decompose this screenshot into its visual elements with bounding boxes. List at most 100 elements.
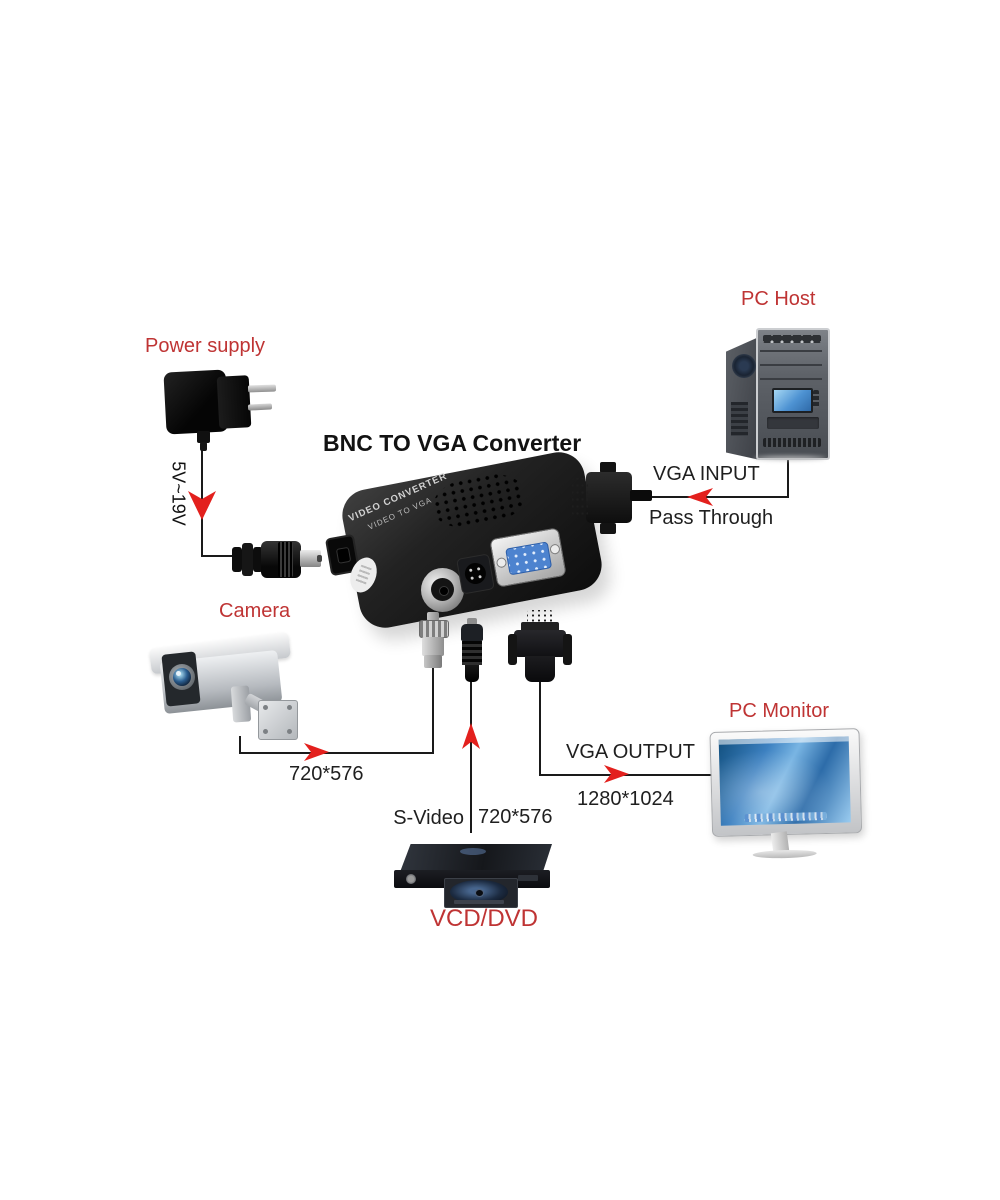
pc-host-line-h [634, 496, 789, 498]
camera-resolution-label: 720*576 [289, 763, 364, 785]
monitor-stand-base [752, 849, 817, 859]
converter-device [337, 447, 607, 633]
camera-wall-plate [258, 700, 298, 740]
dvd-disc-hole [475, 889, 484, 897]
svideo-label: S-Video [393, 807, 464, 829]
plug-knurl [278, 542, 293, 577]
plug-ridge [242, 543, 253, 576]
arrow-left-icon [687, 488, 713, 506]
dvd-top-logo [460, 848, 486, 855]
monitor-screen [718, 736, 851, 826]
vga-connector-screw [600, 462, 616, 473]
power-adapter [160, 365, 280, 455]
vga-out-line-h [539, 774, 714, 776]
vga-port-screw [549, 543, 561, 555]
power-plug-prong [247, 384, 277, 393]
tower-lower-slot [767, 417, 819, 429]
bnc-port-pin [439, 586, 449, 596]
power-cord-nub [197, 431, 210, 443]
camera-lens-glass [173, 668, 191, 686]
plate-screw [287, 729, 292, 734]
power-cord-nub [200, 442, 207, 451]
tower-bay-seam [760, 364, 822, 366]
arrow-up-icon [462, 723, 480, 749]
svideo-resolution-label: 720*576 [478, 806, 553, 828]
dvd-top-face [400, 844, 552, 872]
tower-side-fan [732, 354, 756, 378]
svideo-line-v [470, 682, 472, 833]
plug-ridge [253, 547, 263, 572]
vga-output-label: VGA OUTPUT [566, 741, 695, 763]
power-plug-prong [247, 403, 273, 411]
vga-male-connector-bottom [508, 610, 572, 688]
svideo-plug-ridges [462, 641, 482, 665]
vga-bottom-screw [563, 634, 572, 665]
vga-connector-screw [600, 523, 616, 534]
plug-metal-tip [300, 550, 321, 567]
svideo-plug [458, 618, 486, 684]
vga-bottom-shell [521, 622, 559, 632]
diagram-title: BNC TO VGA Converter [323, 430, 582, 456]
tower-bottom-grille [763, 438, 821, 447]
tower-bay-seam [760, 350, 822, 352]
svideo-port [456, 553, 495, 595]
camera [148, 622, 300, 744]
pass-through-label: Pass Through [649, 507, 774, 529]
vga-connector-cable [630, 490, 652, 501]
dc-jack-hole [335, 546, 352, 564]
svideo-plug-taper [465, 665, 479, 682]
arrow-right-camera-icon [304, 743, 329, 761]
bnc-port [421, 568, 464, 612]
tower-top-ports [763, 335, 821, 343]
arrow-right-vga-icon [604, 765, 629, 783]
plug-ridge [232, 547, 242, 572]
camera-line-h [239, 752, 434, 754]
vga-connector-body [586, 472, 632, 523]
tower-lcd-buttons [813, 390, 819, 408]
camera-line-v [239, 736, 241, 754]
vga-bottom-boot [525, 656, 555, 682]
dvd-tray-label [454, 900, 504, 904]
power-supply-label: Power supply [145, 335, 266, 357]
dvd-lg-logo [406, 874, 416, 884]
bnc-body [422, 637, 444, 656]
plate-screw [287, 705, 292, 710]
vga-bottom-body [514, 630, 566, 657]
arrow-down-icon [188, 491, 216, 520]
dc-barrel-plug [228, 538, 324, 580]
vga-connector-face [572, 478, 588, 516]
power-cable-line-h [201, 555, 235, 557]
dvd-player [392, 838, 562, 910]
vga-bottom-face [527, 610, 553, 623]
camera-lens-glint [176, 671, 181, 676]
vga-out-line-v [539, 682, 541, 776]
vcd-dvd-label: VCD/DVD [430, 905, 539, 932]
svideo-port-inner [463, 561, 488, 586]
pc-host-label: PC Host [741, 288, 816, 310]
svideo-plug-tip [467, 618, 477, 625]
voltage-label: 5V~19V [168, 461, 189, 526]
plug-tip-hole [317, 555, 322, 562]
bnc-lower [424, 655, 442, 668]
bnc-knurled-ring [419, 620, 449, 638]
tower-side-panel [726, 336, 760, 460]
vga-port-blue-insert [505, 541, 553, 576]
pc-monitor-label: PC Monitor [729, 700, 830, 722]
camera-lens [169, 664, 195, 690]
svideo-plug-cap [461, 624, 483, 641]
bnc-tip [427, 612, 439, 621]
bnc-line-v [432, 666, 434, 754]
power-adapter-side [216, 375, 252, 429]
vga-input-label: VGA INPUT [653, 463, 760, 485]
vga-output-resolution-label: 1280*1024 [577, 788, 674, 810]
tower-side-vent [731, 402, 748, 436]
pc-tower [726, 314, 830, 460]
vga-male-connector-side [570, 460, 654, 538]
tower-bay-seam [760, 378, 822, 380]
dvd-display [518, 875, 538, 881]
camera-label: Camera [219, 600, 291, 622]
sticker-print [355, 564, 372, 586]
vga-port-screw [495, 556, 508, 569]
tower-lcd-display [772, 388, 813, 413]
